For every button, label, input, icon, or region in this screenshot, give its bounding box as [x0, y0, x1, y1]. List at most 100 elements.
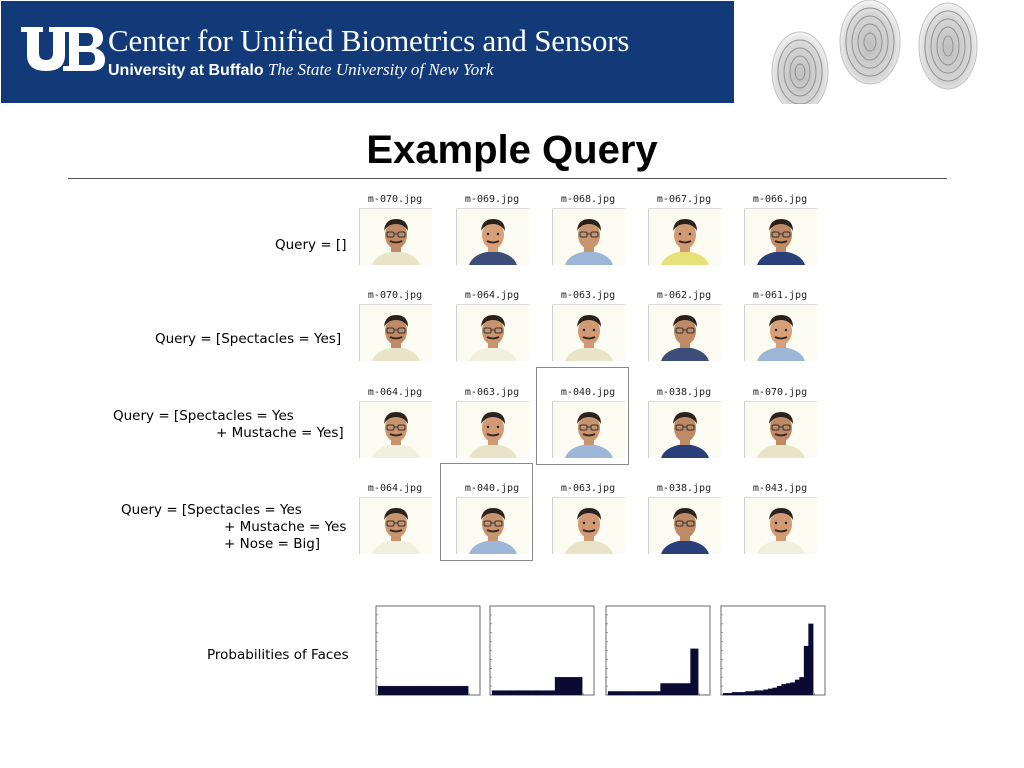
probability-bar	[758, 690, 764, 696]
probability-bar	[615, 691, 624, 696]
probability-bar	[527, 690, 538, 696]
probability-bar	[545, 690, 556, 696]
probability-bar	[790, 682, 796, 696]
probability-bar	[458, 685, 469, 696]
probability-bar	[736, 692, 742, 696]
probability-bar	[622, 691, 631, 696]
probability-bar	[637, 691, 646, 696]
university-subtitle: University at Buffalo The State Universi…	[108, 60, 493, 80]
probability-bar	[413, 685, 424, 696]
probability-bar	[722, 693, 728, 696]
face-thumbnail	[552, 401, 625, 458]
ub-logo	[21, 27, 105, 71]
probability-bar	[727, 693, 733, 696]
face-thumbnail	[456, 208, 529, 265]
probability-bar	[772, 687, 778, 696]
probability-bar	[745, 691, 751, 696]
probability-bar	[449, 685, 460, 696]
face-thumbnail	[552, 304, 625, 361]
face-thumbnail	[359, 208, 432, 265]
result-filename: m-070.jpg	[367, 194, 423, 205]
result-filename: m-063.jpg	[464, 387, 520, 398]
probability-bar	[675, 683, 684, 696]
probability-bar	[731, 692, 737, 696]
query-label-4-line-2: + Mustache = Yes	[224, 519, 347, 535]
probability-bar	[395, 685, 406, 696]
probability-histogram-3	[605, 605, 711, 696]
probability-bar	[563, 677, 574, 696]
probability-bar	[682, 683, 691, 696]
probability-bar	[749, 691, 755, 696]
university-name: University at Buffalo	[108, 62, 264, 79]
query-label-3-line-1: Query = [Spectacles = Yes	[113, 408, 294, 424]
result-filename: m-070.jpg	[367, 290, 423, 301]
probability-bar	[785, 683, 791, 696]
result-filename: m-063.jpg	[560, 290, 616, 301]
face-thumbnail	[648, 304, 721, 361]
probability-bar	[518, 690, 529, 696]
face-thumbnail	[552, 497, 625, 554]
face-thumbnail	[648, 497, 721, 554]
face-thumbnail	[744, 208, 817, 265]
probability-bar	[645, 691, 654, 696]
face-thumbnail	[359, 497, 432, 554]
face-thumbnail	[456, 304, 529, 361]
probability-bar	[440, 685, 451, 696]
result-filename: m-038.jpg	[656, 483, 712, 494]
result-filename: m-067.jpg	[656, 194, 712, 205]
query-label-1: Query = []	[275, 237, 347, 253]
probability-bar	[377, 685, 388, 696]
probability-histogram-1	[375, 605, 481, 696]
result-filename: m-068.jpg	[560, 194, 616, 205]
probability-bar	[763, 689, 769, 696]
face-thumbnail	[456, 497, 529, 554]
slide-title: Example Query	[366, 128, 658, 172]
face-thumbnail	[552, 208, 625, 265]
probability-bar	[652, 691, 661, 696]
probability-bar	[767, 688, 773, 696]
result-filename: m-064.jpg	[464, 290, 520, 301]
result-filename: m-061.jpg	[752, 290, 808, 301]
query-label-4-line-1: Query = [Spectacles = Yes	[121, 502, 302, 518]
face-thumbnail	[744, 304, 817, 361]
face-thumbnail	[648, 208, 721, 265]
face-thumbnail	[648, 401, 721, 458]
probability-bar	[554, 677, 565, 696]
highlight-frame	[536, 367, 629, 465]
result-filename: m-043.jpg	[752, 483, 808, 494]
face-thumbnail	[744, 497, 817, 554]
probability-bar	[386, 685, 397, 696]
probability-bar	[630, 691, 639, 696]
face-thumbnail	[359, 401, 432, 458]
probability-bar	[740, 692, 746, 696]
probability-bar	[781, 684, 787, 696]
probability-bar	[509, 690, 520, 696]
state-university-name: The State University of New York	[267, 60, 494, 79]
probabilities-label: Probabilities of Faces	[207, 647, 349, 663]
fingerprints-image	[771, 0, 978, 104]
probability-bar	[794, 679, 800, 696]
probability-bar	[491, 690, 502, 696]
probability-bar	[803, 645, 809, 696]
query-label-2: Query = [Spectacles = Yes]	[155, 331, 342, 347]
result-filename: m-063.jpg	[560, 483, 616, 494]
probability-bar	[808, 623, 814, 696]
probability-histogram-4	[720, 605, 826, 696]
result-filename: m-038.jpg	[656, 387, 712, 398]
result-filename: m-066.jpg	[752, 194, 808, 205]
result-filename: m-064.jpg	[367, 387, 423, 398]
probability-bar	[536, 690, 547, 696]
header-banner: Center for Unified Biometrics and Sensor…	[1, 1, 734, 103]
probability-bar	[500, 690, 511, 696]
center-title: Center for Unified Biometrics and Sensor…	[108, 23, 630, 58]
probability-bar	[431, 685, 442, 696]
highlight-frame	[440, 463, 533, 561]
result-filename: m-064.jpg	[367, 483, 423, 494]
result-filename: m-040.jpg	[560, 387, 616, 398]
probability-bar	[667, 683, 676, 696]
probability-bar	[607, 691, 616, 696]
title-divider	[68, 178, 947, 179]
face-thumbnail	[456, 401, 529, 458]
face-thumbnail	[359, 304, 432, 361]
probability-bar	[754, 690, 760, 696]
